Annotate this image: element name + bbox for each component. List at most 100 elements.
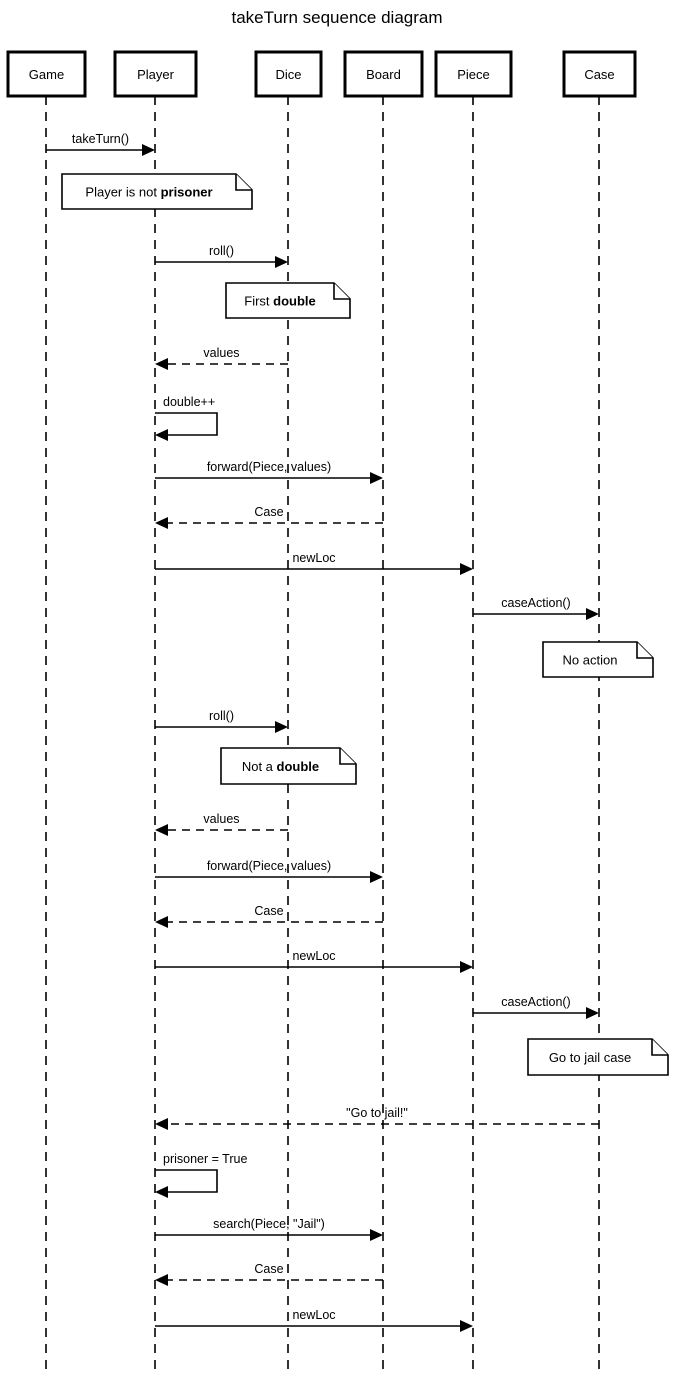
messages-layer: takeTurn() roll() values double++ forward(Pi…	[46, 132, 599, 1332]
note-label-n3: No action	[563, 653, 618, 668]
participant-label-case: Case	[584, 67, 614, 82]
message-label-m13: newLoc	[292, 949, 335, 963]
message-m8[interactable]: caseAction()	[473, 596, 599, 620]
message-label-m19: newLoc	[292, 1308, 335, 1322]
participant-piece[interactable]: Piece	[434, 50, 513, 98]
message-m17[interactable]: search(Piece, "Jail")	[155, 1217, 383, 1241]
participant-label-piece: Piece	[457, 67, 490, 82]
arrowhead	[370, 871, 383, 883]
note-fold-icon-n1	[235, 174, 252, 191]
message-m15[interactable]: "Go to jail!"	[155, 1106, 599, 1130]
participant-dice[interactable]: Dice	[254, 50, 323, 98]
message-m7[interactable]: newLoc	[155, 551, 473, 575]
message-label-m14: caseAction()	[501, 995, 570, 1009]
note-text-bold: double	[277, 759, 320, 774]
message-label-m2: roll()	[209, 244, 234, 258]
arrowhead	[275, 721, 288, 733]
message-label-m18: Case	[254, 1262, 283, 1276]
participant-box-board	[343, 50, 424, 98]
note-fold-icon-n5	[651, 1039, 668, 1056]
note-n3[interactable]: No action	[542, 641, 654, 678]
participant-label-game: Game	[29, 67, 64, 82]
message-m3[interactable]: values	[155, 346, 288, 370]
arrowhead	[370, 1229, 383, 1241]
note-body-n5	[527, 1038, 669, 1076]
participants-layer: Game Player Dice Board Piece Case	[6, 50, 637, 98]
arrowhead	[370, 472, 383, 484]
note-label-n1: Player is not prisoner	[85, 185, 212, 200]
note-fold-icon-n4	[339, 748, 356, 765]
note-text-normal: First	[244, 294, 273, 309]
participant-case[interactable]: Case	[562, 50, 637, 98]
participant-label-dice: Dice	[275, 67, 301, 82]
arrowhead	[155, 517, 168, 529]
message-m12[interactable]: Case	[155, 904, 383, 928]
note-n1[interactable]: Player is not prisoner	[61, 173, 253, 210]
note-fold-icon-n3	[636, 642, 653, 659]
message-label-m11: forward(Piece, values)	[207, 859, 331, 873]
participant-label-board: Board	[366, 67, 401, 82]
message-label-m9: roll()	[209, 709, 234, 723]
note-body-n4	[220, 747, 357, 785]
arrowhead	[155, 1274, 168, 1286]
message-label-m7: newLoc	[292, 551, 335, 565]
message-m11[interactable]: forward(Piece, values)	[155, 859, 383, 883]
note-n2[interactable]: First double	[225, 282, 351, 319]
arrowhead	[586, 1007, 599, 1019]
arrowhead	[460, 961, 473, 973]
message-label-m17: search(Piece, "Jail")	[213, 1217, 325, 1231]
message-m16[interactable]: prisoner = True	[155, 1152, 247, 1198]
note-text-bold: double	[273, 294, 316, 309]
note-body-n2	[225, 282, 351, 319]
arrowhead	[586, 608, 599, 620]
message-m10[interactable]: values	[155, 812, 288, 836]
message-m18[interactable]: Case	[155, 1262, 383, 1286]
note-text-normal: Player is not	[85, 185, 160, 200]
arrowhead	[275, 256, 288, 268]
message-m2[interactable]: roll()	[155, 244, 288, 268]
arrowhead	[155, 429, 168, 441]
arrowhead	[155, 1186, 168, 1198]
note-body-n3	[542, 641, 654, 678]
participant-box-piece	[434, 50, 513, 98]
note-fold-icon-n2	[333, 283, 350, 300]
note-n4[interactable]: Not a double	[220, 747, 357, 785]
message-m13[interactable]: newLoc	[155, 949, 473, 973]
participant-label-player: Player	[137, 67, 175, 82]
arrowhead	[155, 358, 168, 370]
message-label-m5: forward(Piece, values)	[207, 460, 331, 474]
message-label-m10: values	[203, 812, 239, 826]
message-m5[interactable]: forward(Piece, values)	[155, 460, 383, 484]
message-m9[interactable]: roll()	[155, 709, 288, 733]
note-label-n5: Go to jail case	[549, 1050, 631, 1065]
arrowhead	[155, 1118, 168, 1130]
message-label-m1: takeTurn()	[72, 132, 129, 146]
participant-box-dice	[254, 50, 323, 98]
message-line-m4	[155, 412, 218, 436]
participant-game[interactable]: Game	[6, 50, 87, 98]
message-m6[interactable]: Case	[155, 505, 383, 529]
message-line-m16	[155, 1169, 218, 1193]
message-label-m15: "Go to jail!"	[346, 1106, 408, 1120]
message-m1[interactable]: takeTurn()	[46, 132, 155, 156]
participant-box-game	[6, 50, 87, 98]
message-m4[interactable]: double++	[155, 395, 218, 441]
page-title: takeTurn sequence diagram	[231, 8, 442, 27]
arrowhead	[142, 144, 155, 156]
participant-player[interactable]: Player	[113, 50, 198, 98]
note-label-n2: First double	[244, 294, 316, 309]
message-m19[interactable]: newLoc	[155, 1308, 473, 1332]
participant-board[interactable]: Board	[343, 50, 424, 98]
message-label-m4: double++	[163, 395, 215, 409]
message-label-m6: Case	[254, 505, 283, 519]
note-text-bold: prisoner	[161, 185, 213, 200]
message-m14[interactable]: caseAction()	[473, 995, 599, 1019]
note-body-n1	[61, 173, 253, 210]
arrowhead	[460, 563, 473, 575]
participant-box-player	[113, 50, 198, 98]
note-n5[interactable]: Go to jail case	[527, 1038, 669, 1076]
arrowhead	[460, 1320, 473, 1332]
